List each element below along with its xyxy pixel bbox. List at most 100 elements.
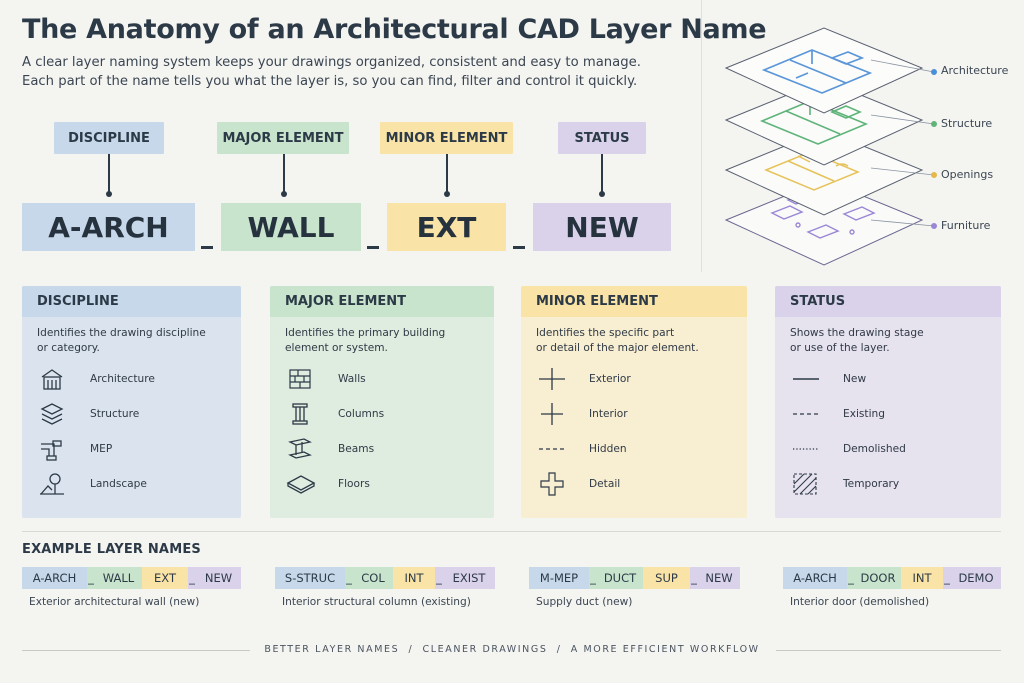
example-part-status: NEW: [698, 567, 740, 589]
item-label: Exterior: [589, 373, 631, 385]
list-item: Demolished: [791, 436, 981, 464]
list-item: Structure: [38, 401, 228, 429]
list-item: Walls: [286, 366, 476, 394]
list-item: Floors: [286, 471, 476, 499]
subtitle-line-1: A clear layer naming system keeps your d…: [22, 55, 641, 70]
hatch-icon: [793, 473, 817, 495]
example-layer-name: A-ARCH _ WALL EXT _ NEW: [22, 567, 241, 589]
interior-cross-icon: [541, 403, 563, 425]
example-separator: _: [345, 567, 353, 589]
footer-rule-right: [776, 650, 1001, 651]
item-label: New: [843, 373, 867, 385]
examples-title: EXAMPLE LAYER NAMES: [22, 542, 201, 557]
example-separator: _: [589, 567, 597, 589]
list-item: Existing: [791, 401, 981, 429]
connector-dot: [280, 191, 287, 197]
panel-discipline: DISCIPLINE Identifies the drawing discip…: [22, 286, 241, 518]
example-layer-name: A-ARCH _ DOOR INT _ DEMO: [783, 567, 1001, 589]
panel-minor-element: MINOR ELEMENT Identifies the specific pa…: [521, 286, 747, 518]
segment-major-element: WALL: [221, 203, 361, 251]
page-title: The Anatomy of an Architectural CAD Laye…: [22, 14, 767, 45]
stack-label-structure: Structure: [941, 117, 993, 130]
solid-line-icon: [793, 378, 819, 380]
example-description: Interior door (demolished): [790, 596, 930, 608]
item-label: Structure: [90, 408, 140, 420]
dashed-line-icon: [539, 448, 565, 450]
example-layer-name: M-MEP _ DUCT SUP _ NEW: [529, 567, 740, 589]
list-item: Hidden: [537, 436, 727, 464]
separator-underscore: [367, 246, 379, 249]
brick-wall-icon: [289, 369, 311, 389]
example-separator: _: [87, 567, 95, 589]
dashed-line-icon: [793, 413, 819, 415]
dotted-line-icon: [793, 448, 819, 450]
floor-slab-icon: [286, 475, 316, 494]
architecture-layer-plane: [724, 27, 924, 114]
example-description: Interior structural column (existing): [282, 596, 471, 608]
example-layer-name: S-STRUC _ COL INT _ EXIST: [275, 567, 495, 589]
segment-discipline: A-ARCH: [22, 203, 195, 251]
segment-minor-element: EXT: [387, 203, 506, 251]
connector-line: [601, 154, 603, 194]
example-part-major: DOOR: [855, 567, 901, 589]
description-line: or use of the layer.: [790, 342, 890, 354]
item-label: Interior: [589, 408, 628, 420]
list-item: MEP: [38, 436, 228, 464]
layer-stack-graphic: [724, 27, 937, 266]
item-label: Architecture: [90, 373, 155, 385]
separator-underscore: [513, 246, 525, 249]
list-item: Landscape: [38, 471, 228, 499]
connector-dot: [443, 191, 450, 197]
example-part-minor: INT: [393, 567, 435, 589]
example-part-status: NEW: [196, 567, 241, 589]
list-item: Detail: [537, 471, 727, 499]
panel-major-element: MAJOR ELEMENT Identifies the primary bui…: [270, 286, 494, 518]
layers-icon: [40, 403, 64, 425]
list-item: Interior: [537, 401, 727, 429]
footer-tagline: BETTER LAYER NAMES / CLEANER DRAWINGS / …: [264, 644, 760, 655]
panel-description: Identifies the drawing discipline or cat…: [37, 326, 206, 356]
vertical-divider: [701, 0, 702, 272]
connector-dot: [598, 191, 605, 197]
panel-description: Shows the drawing stage or use of the la…: [790, 326, 924, 356]
description-line: element or system.: [285, 342, 388, 354]
label-minor-element: MINOR ELEMENT: [380, 122, 513, 154]
separator-underscore: [201, 246, 213, 249]
list-item: New: [791, 366, 981, 394]
example-part-discipline: A-ARCH: [22, 567, 87, 589]
footer-rule-left: [22, 650, 250, 651]
item-label: Hidden: [589, 443, 627, 455]
item-label: Detail: [589, 478, 621, 490]
example-separator: _: [435, 567, 443, 589]
example-part-status: DEMO: [951, 567, 1001, 589]
connector-dot: [105, 191, 112, 197]
description-line: Identifies the specific part: [536, 327, 675, 339]
panel-title: STATUS: [775, 286, 1001, 317]
item-label: Demolished: [843, 443, 906, 455]
connector-line: [283, 154, 285, 194]
example-description: Exterior architectural wall (new): [29, 596, 200, 608]
stack-label-architecture: Architecture: [941, 64, 1009, 77]
item-label: Floors: [338, 478, 370, 490]
item-label: Columns: [338, 408, 385, 420]
stack-label-furniture: Furniture: [941, 219, 991, 232]
example-part-major: WALL: [95, 567, 142, 589]
section-divider: [22, 531, 1001, 532]
example-part-minor: INT: [901, 567, 943, 589]
item-label: Existing: [843, 408, 885, 420]
example-part-status: EXIST: [443, 567, 495, 589]
example-part-major: COL: [353, 567, 393, 589]
item-label: Landscape: [90, 478, 147, 490]
label-major-element: MAJOR ELEMENT: [217, 122, 349, 154]
subtitle-line-2: Each part of the name tells you what the…: [22, 74, 638, 89]
list-item: Architecture: [38, 366, 228, 394]
example-separator: _: [943, 567, 951, 589]
panel-description: Identifies the specific part or detail o…: [536, 326, 699, 356]
description-line: Shows the drawing stage: [790, 327, 924, 339]
house-icon: [41, 369, 63, 390]
tree-icon: [40, 473, 64, 495]
description-line: Identifies the drawing discipline: [37, 327, 206, 339]
list-item: Temporary: [791, 471, 981, 499]
structure-layer-plane: [724, 79, 924, 166]
example-separator: _: [690, 567, 698, 589]
